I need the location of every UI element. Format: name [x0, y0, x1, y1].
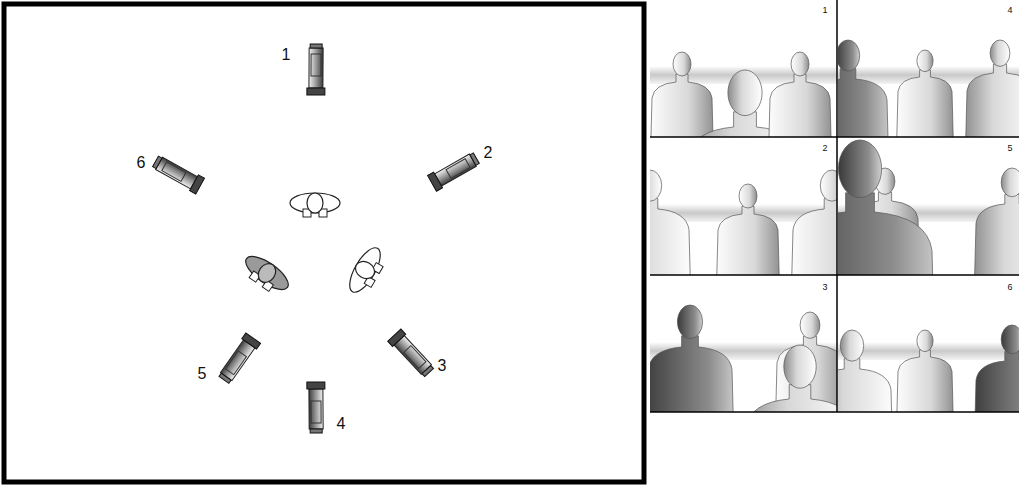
camera-view [650, 276, 837, 412]
panel-divider [836, 0, 838, 412]
camera-number: 6 [137, 155, 146, 171]
actor-topview [290, 193, 340, 217]
view-number: 6 [1007, 283, 1012, 292]
camera-view [838, 138, 1019, 275]
camera-number: 4 [337, 416, 346, 432]
view-number: 4 [1007, 6, 1012, 15]
view-number: 3 [822, 283, 827, 292]
camera-symbol [428, 150, 481, 191]
camera-symbol [307, 382, 325, 433]
panel-divider [650, 274, 1019, 276]
camera-number: 2 [484, 145, 493, 161]
panel-divider [650, 136, 1019, 138]
camera-symbol [307, 44, 325, 95]
camera-number: 3 [438, 358, 447, 374]
camera-view [838, 276, 1019, 412]
camera-view [650, 0, 837, 137]
view-number: 5 [1007, 144, 1012, 153]
panel-divider [650, 411, 1019, 413]
actor-topview [238, 250, 293, 298]
camera-symbol [151, 154, 204, 195]
view-number: 2 [822, 144, 827, 153]
camera-view [650, 138, 837, 275]
plan-frame [4, 4, 644, 482]
view-number: 1 [822, 6, 827, 15]
camera-symbol [388, 329, 436, 379]
camera-symbol [217, 333, 261, 385]
camera-number: 5 [198, 366, 207, 382]
camera-number: 1 [282, 47, 291, 63]
camera-view [838, 0, 1019, 137]
actor-topview [344, 243, 390, 298]
